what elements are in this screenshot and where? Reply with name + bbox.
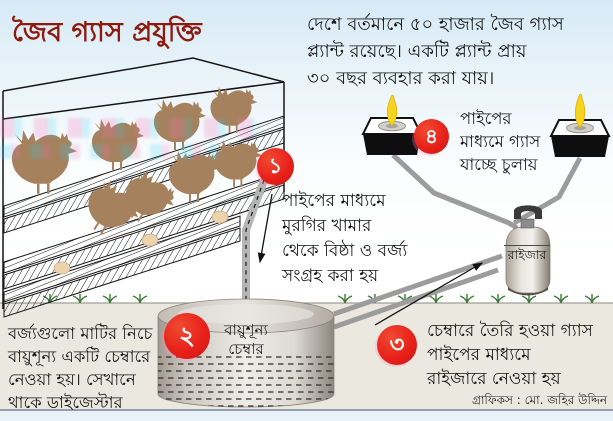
step-4-badge: ৪ [414,119,449,154]
caption-line: পাইপের মাধ্যমে [427,345,531,365]
chicken-coop [2,57,285,318]
gas-cylinder-icon [505,226,551,294]
step-3-badge: ৩ [377,325,417,365]
grass-icon [584,293,600,304]
grass-icon [102,293,118,304]
chamber-label: বায়ুশূন্য চেম্বার [190,321,302,359]
intro-line: প্ল্যান্ট রয়েছে। একটি প্ল্যান্ট প্রায় [307,41,527,62]
note-line: বর্জ্যগুলো মাটির নিচে [8,324,153,343]
credit-line: গ্রাফিকস : মো. জহির উদ্দিন [471,393,607,407]
caption-line: পাইপের [460,109,512,128]
flow-arrows [257,193,484,326]
arrow-icon [374,262,484,326]
grass-icon [337,293,353,304]
intro-line: দেশে বর্তমানে ৫০ হাজার জৈব গ্যাস [307,14,564,35]
bottom-border-strip [0,409,613,421]
intro-text: দেশে বর্তমানে ৫০ হাজার জৈব গ্যাস প্ল্যান… [307,11,564,92]
page-title: জৈব গ্যাস প্রযুক্তি [12,17,202,48]
grass-icon [459,293,475,304]
step-2-badge: ২ [164,313,210,359]
caption-line: যাচ্ছে চুলায় [460,155,538,174]
grass-icon [490,293,506,304]
note-line: বায়ুশূন্য একটি চেম্বারে [8,347,151,366]
riser-label: রাইজার [504,245,550,267]
egg-icon [53,261,71,275]
caption-line: মুরগির খামার [282,216,372,236]
step-3-caption: চেম্বারে তৈরি হওয়া গ্যাস পাইপের মাধ্যমে… [427,319,593,391]
stove-right [550,93,610,158]
arrow-icon [257,193,273,264]
shelf-mesh [3,115,285,218]
caption-line: মাধ্যমে গ্যাস [460,132,541,151]
riser-neck [520,218,535,229]
shelf-lip [3,227,241,318]
step-1-caption: পাইপের মাধ্যমে মুরগির খামার থেকে বিষ্ঠা … [282,189,407,289]
step-4-caption: পাইপের মাধ্যমে গ্যাস যাচ্ছে চুলায় [460,107,540,176]
grass-icon [553,293,569,304]
riser-to-right-stove-pipe [512,156,583,226]
riser-base [508,285,548,296]
underground-note: বর্জ্যগুলো মাটির নিচে বায়ুশূন্য একটি চে… [8,322,152,414]
caption-line: পাইপের মাধ্যমে [282,191,386,211]
caption-line: রাইজারে নেওয়া হয় [427,369,561,389]
hen-icon [209,86,259,134]
caption-line: চেম্বারে তৈরি হওয়া গ্যাস [427,321,593,341]
intro-line: ৩০ বছর ব্যবহার করা যায়। [307,68,495,89]
egg-icon [211,210,229,224]
chamber-to-riser-pipe [333,267,499,330]
hen-icon [90,118,145,171]
caption-line: থেকে বিষ্ঠা ও বর্জ্য [282,241,408,261]
stove-left [362,94,422,156]
step-1-badge: ১ [257,148,294,185]
shelf-mesh [3,215,241,303]
riser-to-left-stove-pipe [391,153,519,231]
gas-riser [505,205,551,296]
chamber-label-line: বায়ুশূন্য [224,321,268,339]
grass-icon [72,293,88,304]
grass-icon [132,293,148,304]
riser-handle [514,205,542,219]
grass-tufts [42,293,600,304]
note-line: থাকে ডাইজেস্টার [8,393,123,412]
hen-icon [10,128,79,195]
egg-icon [141,233,159,247]
pipe-dashed-line [245,179,265,304]
hen-icon [152,98,207,151]
note-line: নেওয়া হয়। সেখানে [8,370,136,389]
caption-line: সংগ্রহ করা হয় [282,266,379,286]
chamber-label-line: চেম্বার [228,340,264,358]
